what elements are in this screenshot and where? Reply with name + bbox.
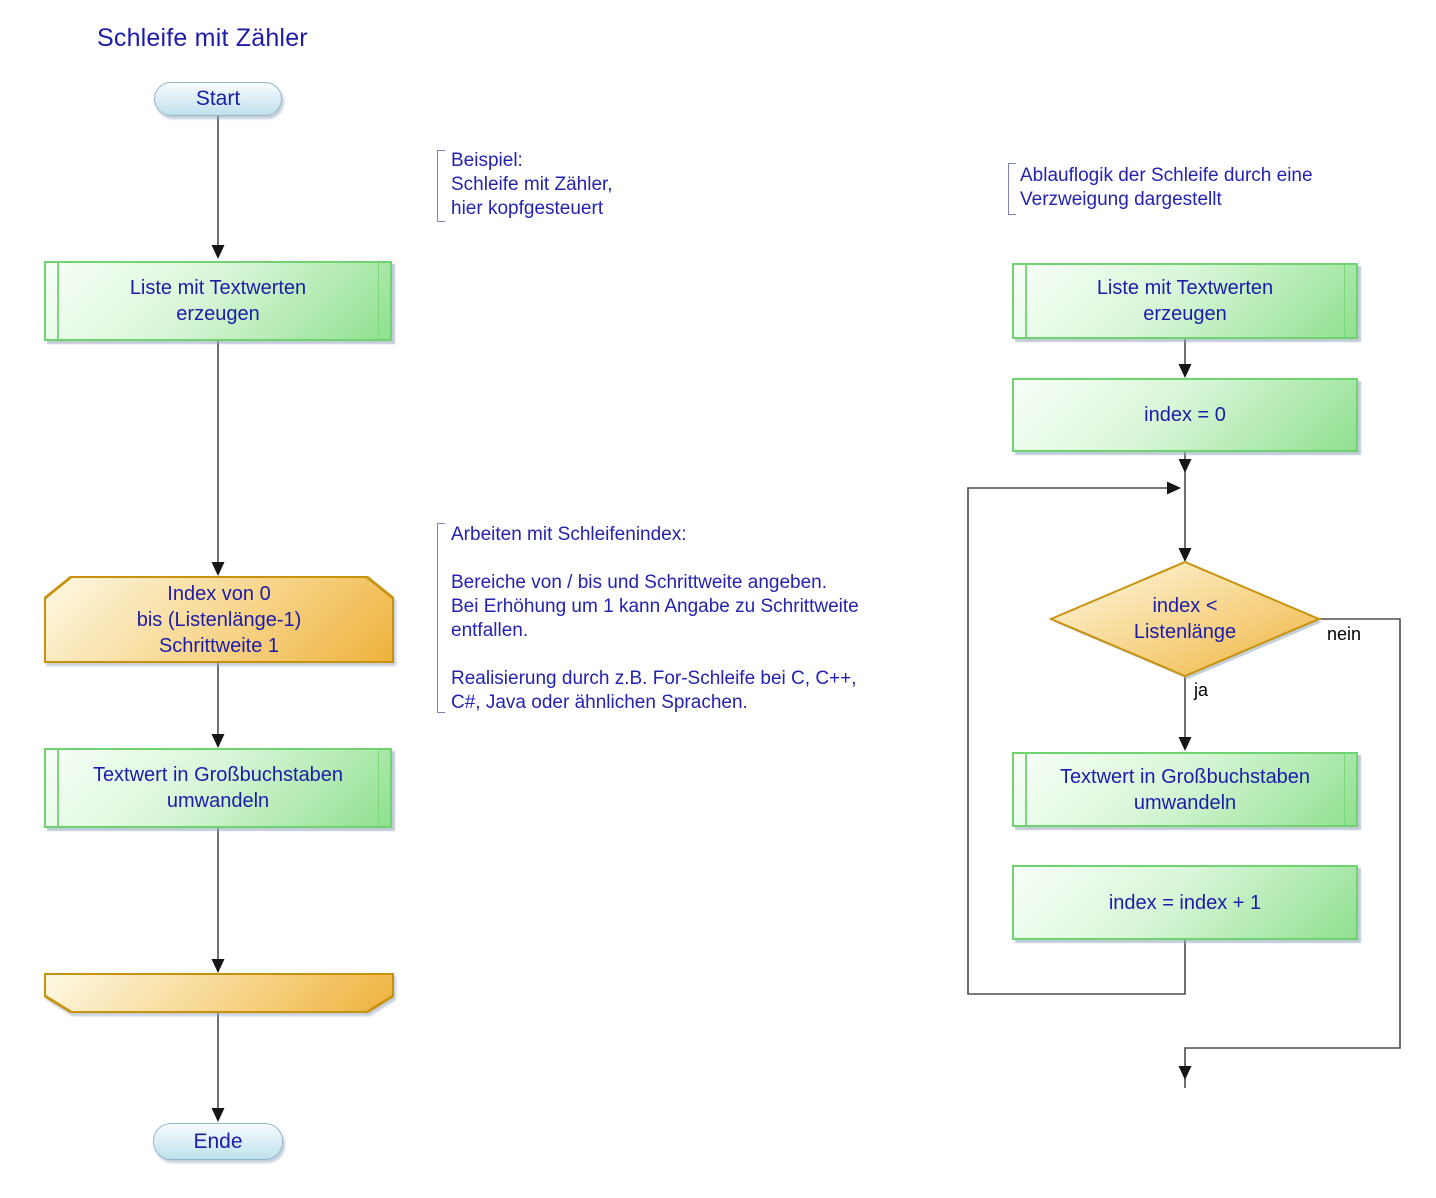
- node-ende-label: Ende: [193, 1129, 243, 1153]
- node-process-left-line2: umwandeln: [166, 790, 270, 812]
- node-process-right: Textwert in Großbuchstaben umwandeln: [1012, 752, 1358, 827]
- annotation-line: [451, 547, 859, 571]
- node-process-right-line2: umwandeln: [1133, 791, 1237, 814]
- edge-label-nein: nein: [1327, 624, 1362, 644]
- annotation-line: entfallen.: [451, 620, 529, 641]
- loop-start-fill: [46, 578, 392, 661]
- node-process-left-line1: Textwert in Großbuchstaben: [92, 764, 344, 786]
- node-init-index-label: index = 0: [1144, 404, 1226, 426]
- annotation-line: Realisierung durch z.B. For-Schleife bei…: [451, 668, 857, 689]
- annotation-bracket-ablauflogik: [1008, 163, 1016, 215]
- arrowhead-decision-top: [1178, 548, 1192, 562]
- node-process-right-line1: Textwert in Großbuchstaben: [1059, 765, 1311, 788]
- subprocess-bar-left: [57, 750, 59, 826]
- annotation-line: Bei Erhöhung um 1 kann Angabe zu Schritt…: [451, 596, 859, 617]
- node-loop-start-line2: bis (Listenlänge-1): [136, 608, 302, 631]
- subprocess-bar-right: [377, 263, 379, 339]
- arrowhead-init: [1178, 364, 1192, 378]
- node-loop-end: [44, 973, 394, 1013]
- node-init-index: index = 0: [1012, 378, 1358, 452]
- annotation-line: Bereiche von / bis und Schrittweite ange…: [451, 572, 828, 593]
- node-create-list-left: Liste mit Textwerten erzeugen: [44, 261, 392, 341]
- subprocess-bar-left: [57, 263, 59, 339]
- annotation-line: C#, Java oder ähnlichen Sprachen.: [451, 692, 748, 713]
- node-start-label: Start: [195, 87, 241, 110]
- node-create-list-left-line2: erzeugen: [176, 303, 260, 325]
- annotation-bracket-beispiel: [437, 150, 445, 222]
- decision-line2: Listenlänge: [1133, 621, 1237, 643]
- annotation-ablauflogik: Ablauflogik der Schleife durch eine Verz…: [1020, 164, 1313, 212]
- arrowhead-create-list: [211, 245, 225, 259]
- loop-end-fill: [46, 975, 392, 1011]
- arrowhead-loop-end: [211, 959, 225, 973]
- subprocess-bar-left: [1025, 265, 1027, 337]
- annotation-line: Schleife mit Zähler,: [451, 174, 613, 195]
- annotation-bracket-schleifenindex: [437, 523, 445, 713]
- annotation-line: Ablauflogik der Schleife durch eine: [1020, 165, 1313, 186]
- arrowhead-process-right: [1178, 737, 1192, 751]
- annotation-line: hier kopfgesteuert: [451, 198, 604, 219]
- edge-nein-branch: [1184, 618, 1401, 1088]
- node-create-list-left-line1: Liste mit Textwerten: [129, 277, 307, 299]
- annotation-line: [451, 643, 859, 667]
- arrowhead-process-left: [211, 734, 225, 748]
- node-loop-start-line3: Schrittweite 1: [158, 634, 280, 657]
- arrowhead-ende: [211, 1108, 225, 1122]
- node-process-left: Textwert in Großbuchstaben umwandeln: [44, 748, 392, 828]
- subprocess-bar-left: [1025, 754, 1027, 825]
- annotation-line: Verzweigung dargestellt: [1020, 189, 1222, 210]
- node-increment-label: index = index + 1: [1108, 891, 1262, 914]
- decision-label: index < Listenlänge: [1051, 562, 1319, 676]
- node-ende: Ende: [153, 1123, 283, 1160]
- subprocess-bar-right: [1343, 754, 1345, 825]
- node-increment: index = index + 1: [1012, 865, 1358, 940]
- arrowhead-loop-start: [211, 562, 225, 576]
- annotation-beispiel: Beispiel: Schleife mit Zähler, hier kopf…: [451, 149, 613, 221]
- node-create-list-right-line2: erzeugen: [1143, 303, 1227, 325]
- annotation-line: Beispiel:: [451, 150, 523, 171]
- edge-label-ja: ja: [1194, 680, 1209, 700]
- arrowhead-loop-back: [1167, 481, 1181, 495]
- annotation-schleifenindex: Arbeiten mit Schleifenindex: Bereiche vo…: [451, 523, 859, 715]
- subprocess-bar-right: [377, 750, 379, 826]
- node-start: Start: [154, 82, 282, 116]
- node-create-list-right: Liste mit Textwerten erzeugen: [1012, 263, 1358, 339]
- arrowhead-merge-junction: [1178, 459, 1192, 473]
- arrowhead-exit: [1178, 1066, 1192, 1080]
- node-loop-start: Index von 0 bis (Listenlänge-1) Schrittw…: [44, 576, 394, 663]
- subprocess-bar-right: [1343, 265, 1345, 337]
- page-title: Schleife mit Zähler: [97, 24, 308, 52]
- node-create-list-right-line1: Liste mit Textwerten: [1096, 277, 1274, 299]
- node-loop-start-line1: Index von 0: [167, 582, 271, 605]
- decision-line1: index <: [1152, 595, 1218, 617]
- annotation-line: Arbeiten mit Schleifenindex:: [451, 524, 687, 545]
